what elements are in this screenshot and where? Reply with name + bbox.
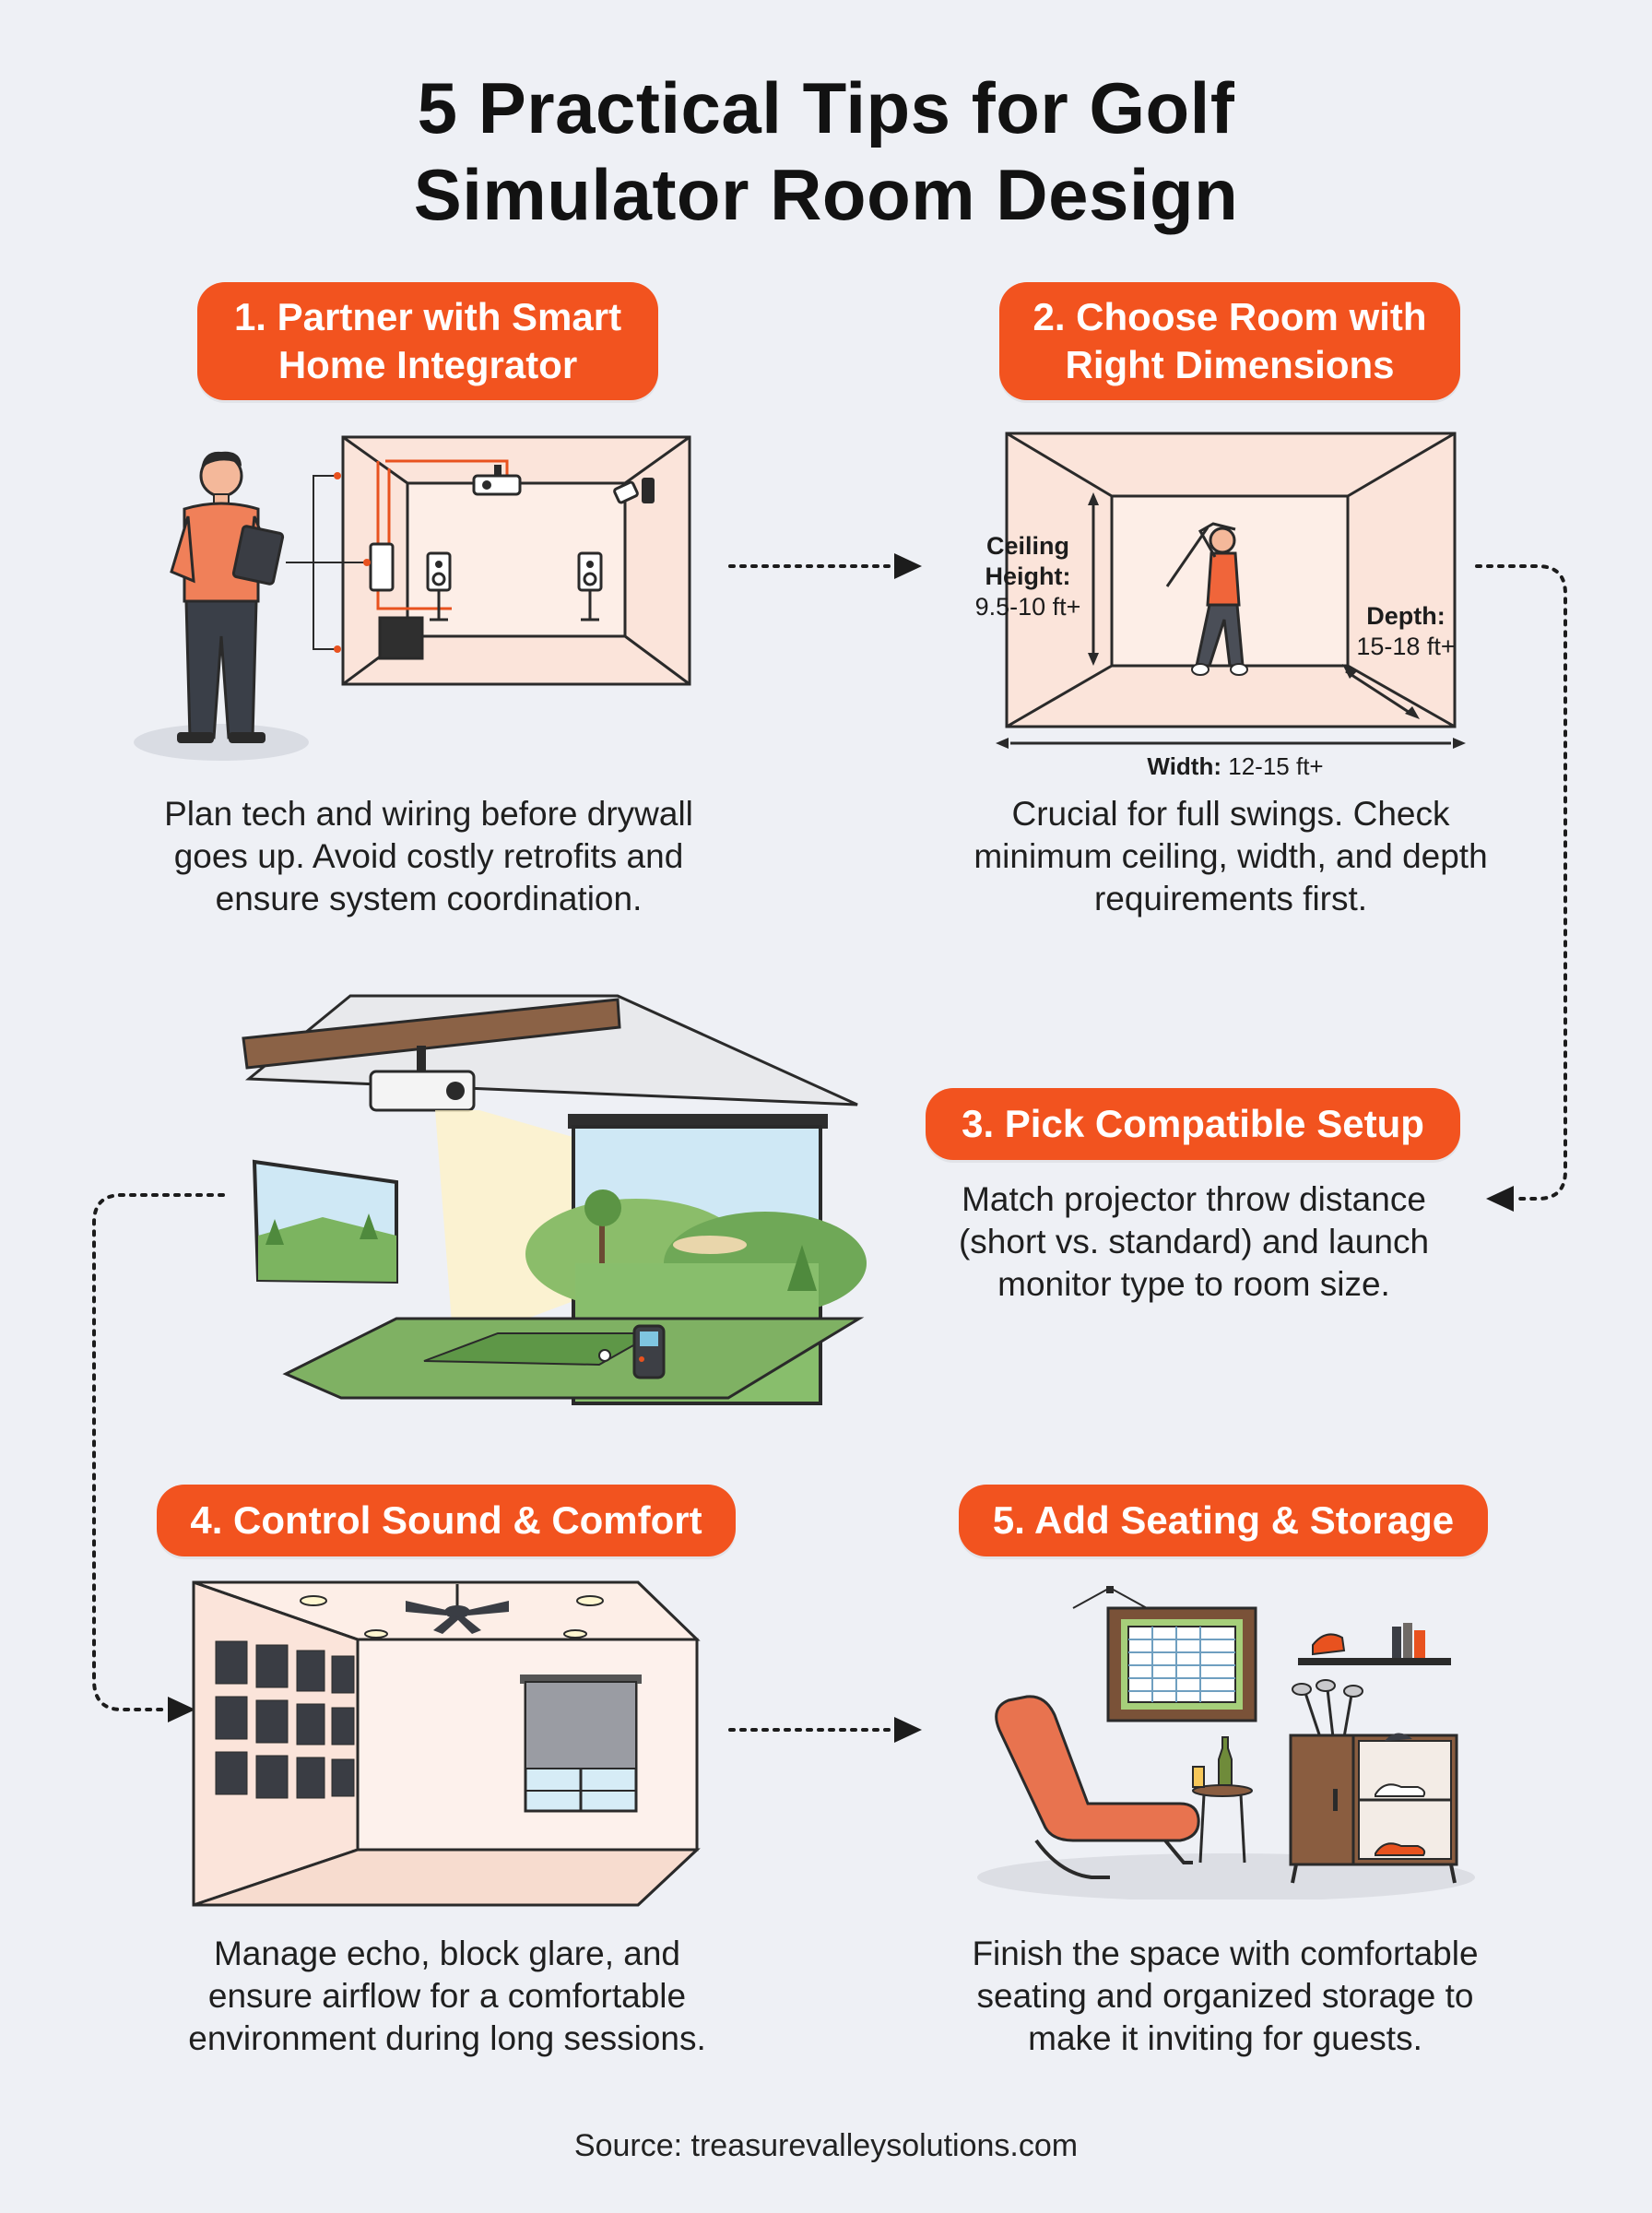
arrow-tip4-to-tip5 — [728, 1717, 922, 1743]
ceiling-label-line-2: Height: — [985, 562, 1071, 590]
tip-2-desc-line-3: requirements first. — [1093, 880, 1368, 917]
tip-2-desc-line-2: minimum ceiling, width, and depth — [974, 837, 1488, 875]
tip-2-heading-line-1: 2. Choose Room with — [1032, 295, 1427, 338]
tip-1-heading: 1. Partner with Smart Home Integrator — [197, 282, 658, 400]
tip-3-heading-text: 3. Pick Compatible Setup — [962, 1102, 1424, 1145]
title-line-1: 5 Practical Tips for Golf — [417, 67, 1235, 148]
tip-2-heading: 2. Choose Room with Right Dimensions — [999, 282, 1460, 400]
depth-label-text: Depth: — [1366, 602, 1446, 630]
tip-5-desc-line-2: seating and organized storage to — [976, 1977, 1474, 2015]
ceiling-label-line-1: Ceiling — [985, 532, 1069, 560]
width-label-text: Width: — [1147, 752, 1222, 780]
tip-1-heading-line-1: 1. Partner with Smart — [233, 295, 622, 338]
arrow-tip3-to-tip4 — [92, 1193, 225, 1722]
depth-label: Depth: 15-18 ft+ — [1346, 601, 1466, 662]
tip-1-heading-line-2: Home Integrator — [277, 343, 578, 386]
simulator-setup-illustration — [242, 994, 867, 1405]
ceiling-height-label: Ceiling Height: 9.5-10 ft+ — [968, 531, 1088, 622]
tip-4-desc-line-1: Manage echo, block glare, and — [213, 1935, 680, 1972]
depth-value: 15-18 ft+ — [1356, 633, 1456, 660]
tip-3-desc-line-3: monitor type to room size. — [997, 1265, 1390, 1303]
tip-2-description: Crucial for full swings. Check minimum c… — [885, 793, 1576, 920]
tip-1-desc-line-1: Plan tech and wiring before drywall — [164, 795, 693, 833]
tip-1-desc-line-3: ensure system coordination. — [215, 880, 643, 917]
tip-5-desc-line-1: Finish the space with comfortable — [972, 1935, 1479, 1972]
tip-2-desc-line-1: Crucial for full swings. Check — [1011, 795, 1450, 833]
tip-5-desc-line-3: make it inviting for guests. — [1028, 2019, 1422, 2057]
width-value: 12-15 ft+ — [1228, 752, 1324, 780]
tip-2-heading-line-2: Right Dimensions — [1065, 343, 1395, 386]
tip-1-description: Plan tech and wiring before drywall goes… — [83, 793, 774, 920]
arrow-tip1-to-tip2 — [728, 553, 922, 579]
tip-1-desc-line-2: goes up. Avoid costly retrofits and — [173, 837, 684, 875]
arrow-tip2-to-tip3 — [1475, 564, 1567, 1212]
sound-comfort-illustration — [192, 1580, 701, 1907]
tip-3-desc-line-1: Match projector throw distance — [962, 1180, 1426, 1218]
title-line-2: Simulator Room Design — [413, 154, 1239, 235]
tip-4-desc-line-2: ensure airflow for a comfortable — [207, 1977, 687, 2015]
room-dimensions-illustration — [996, 432, 1466, 749]
tip-3-heading: 3. Pick Compatible Setup — [926, 1088, 1460, 1160]
tip-4-heading: 4. Control Sound & Comfort — [157, 1485, 736, 1556]
seating-storage-illustration — [977, 1586, 1475, 1899]
page-title: 5 Practical Tips for Golf Simulator Room… — [0, 65, 1652, 238]
integrator-illustration — [134, 435, 691, 761]
width-label: Width: 12-15 ft+ — [996, 752, 1475, 781]
tip-4-desc-line-3: environment during long sessions. — [188, 2019, 706, 2057]
tip-5-heading: 5. Add Seating & Storage — [959, 1485, 1488, 1556]
tip-4-description: Manage echo, block glare, and ensure air… — [101, 1933, 793, 2060]
tip-5-description: Finish the space with comfortable seatin… — [879, 1933, 1571, 2060]
ceiling-value: 9.5-10 ft+ — [974, 593, 1081, 621]
tip-3-description: Match projector throw distance (short vs… — [848, 1178, 1540, 1306]
tip-5-heading-text: 5. Add Seating & Storage — [992, 1498, 1455, 1542]
tip-4-heading-text: 4. Control Sound & Comfort — [190, 1498, 702, 1542]
source-credit: Source: treasurevalleysolutions.com — [573, 2128, 1079, 2163]
tip-3-desc-line-2: (short vs. standard) and launch — [958, 1223, 1430, 1260]
